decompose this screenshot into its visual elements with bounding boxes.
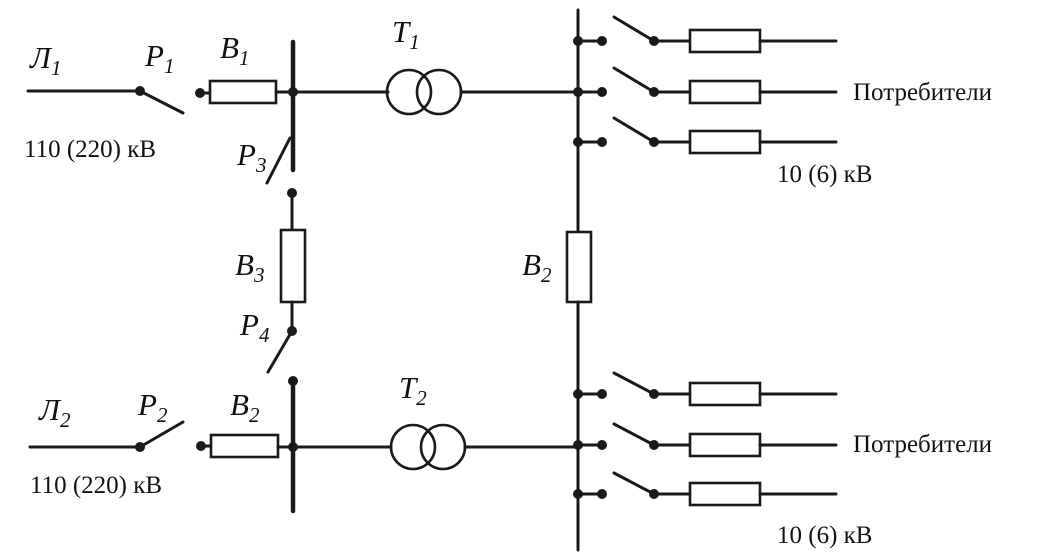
hv-voltage-top: 110 (220) кВ <box>24 136 156 163</box>
incoming-line-1 <box>26 79 295 115</box>
label-b2-lv: B2 <box>522 247 552 287</box>
feeder-group-top <box>573 15 838 155</box>
hv-voltage-bottom: 110 (220) кВ <box>30 472 162 499</box>
label-p2: P2 <box>137 387 168 427</box>
consumers-top: Потребители <box>853 79 992 106</box>
label-p3: P3 <box>236 137 266 177</box>
label-p4: P4 <box>239 307 270 347</box>
transformer-1 <box>291 68 580 116</box>
lv-voltage-top: 10 (6) кВ <box>777 161 872 188</box>
label-line-1: Л1 <box>29 40 62 80</box>
feeder <box>573 15 838 54</box>
label-line-2: Л2 <box>38 392 71 432</box>
label-t1: T1 <box>392 14 420 54</box>
feeder <box>573 471 838 507</box>
lv-voltage-bottom: 10 (6) кВ <box>777 522 872 549</box>
label-p1: P1 <box>144 38 174 78</box>
feeder-group-bottom <box>573 371 838 507</box>
label-b2-hv: B2 <box>230 387 260 427</box>
feeder <box>573 371 838 407</box>
lv-bus <box>565 8 593 552</box>
label-b3: B3 <box>235 247 264 287</box>
feeder <box>573 422 838 458</box>
label-b1: B1 <box>220 30 249 70</box>
feeder <box>573 66 838 105</box>
consumers-bottom: Потребители <box>853 431 992 458</box>
feeder <box>573 116 838 155</box>
transformer-2 <box>291 423 580 471</box>
bus-tie-hv <box>265 136 307 386</box>
label-t2: T2 <box>399 370 427 410</box>
incoming-line-2 <box>28 420 295 459</box>
